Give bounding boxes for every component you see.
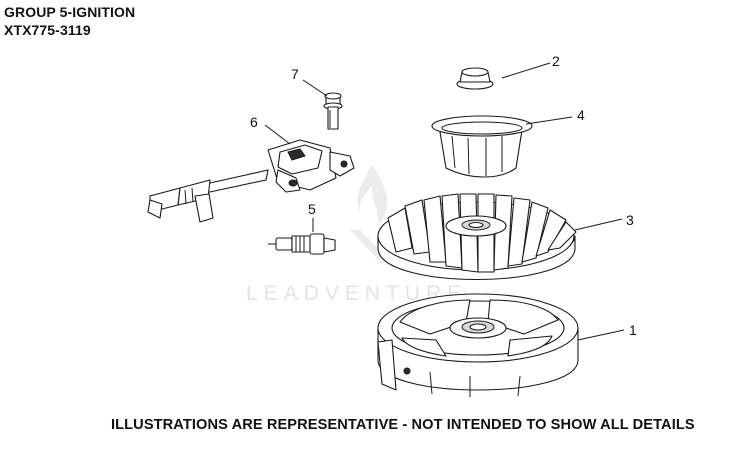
bolt-icon	[323, 92, 343, 130]
callout-3: 3	[626, 212, 634, 228]
nut-icon	[456, 67, 494, 90]
ignition-coil-icon	[147, 139, 355, 223]
model-number: XTX775-3119	[4, 22, 91, 38]
group-title: GROUP 5-IGNITION	[4, 4, 136, 20]
fan-cup-icon	[431, 115, 533, 178]
callout-6: 6	[250, 114, 258, 130]
callout-4: 4	[577, 107, 585, 123]
flywheel-icon	[377, 193, 577, 280]
callout-7: 7	[291, 66, 299, 82]
callout-2: 2	[552, 53, 560, 69]
callout-labels: 1 2 3 4 5 6 7	[250, 53, 637, 338]
callout-1: 1	[629, 322, 637, 338]
disclaimer-footer: ILLUSTRATIONS ARE REPRESENTATIVE - NOT I…	[111, 417, 695, 433]
stator-icon	[377, 293, 579, 397]
spark-plug-icon	[268, 233, 336, 255]
leader-lines	[264, 62, 625, 341]
watermark-text: LEADVENTURE	[246, 282, 467, 305]
callout-5: 5	[308, 201, 316, 217]
